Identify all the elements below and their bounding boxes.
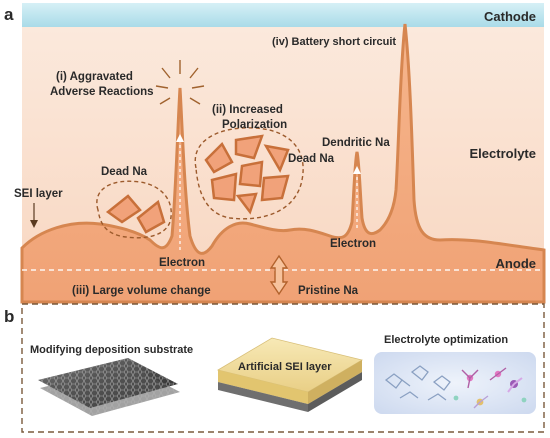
panel-b-frame <box>21 303 545 433</box>
cathode-band <box>22 3 544 27</box>
sei-label: Artificial SEI layer <box>238 361 332 373</box>
electrolyte-molecules-panel <box>374 352 536 414</box>
electron-arrow-left <box>176 134 184 250</box>
anode-dendrite-profile <box>20 23 546 304</box>
electron-arrow-right <box>353 166 361 228</box>
electron-label-right: Electron <box>330 238 376 250</box>
artificial-sei-layer-image <box>216 337 364 412</box>
panel-a-letter: a <box>4 5 14 24</box>
electrolyte-label: Electrolyte <box>470 146 536 161</box>
volume-change-arrow <box>269 254 289 296</box>
dendritic-na-label: Dendritic Na <box>322 137 390 149</box>
dead-na-label-left: Dead Na <box>101 166 148 178</box>
cathode-label: Cathode <box>484 9 536 24</box>
dead-na-label-right: Dead Na <box>288 153 335 165</box>
aggravated-label-1: (i) Aggravated <box>56 71 133 83</box>
sei-layer-arrow-head <box>30 220 38 228</box>
electron-label-left: Electron <box>159 257 205 269</box>
electrolyte-ions <box>453 367 527 409</box>
electrolyte-optimization-label: Electrolyte optimization <box>384 334 508 346</box>
electrolyte-molecules <box>384 365 451 401</box>
volume-change-label: (iii) Large volume change <box>72 285 211 297</box>
dead-na-cluster-left <box>96 180 172 239</box>
substrate-label: Modifying deposition substrate <box>30 344 193 356</box>
sei-layer-label: SEI layer <box>14 188 63 200</box>
short-circuit-label: (iv) Battery short circuit <box>272 36 396 48</box>
anode-label: Anode <box>496 256 536 271</box>
reaction-burst-lines <box>155 60 205 105</box>
pristine-na-label: Pristine Na <box>298 285 359 297</box>
polarization-label-1: (ii) Increased <box>212 104 283 116</box>
dead-na-cluster-right <box>194 127 304 220</box>
polarization-label-2: Polarization <box>222 119 287 131</box>
graphene-substrate-image <box>38 358 180 416</box>
aggravated-label-2: Adverse Reactions <box>50 86 154 98</box>
panel-b-letter: b <box>4 307 14 326</box>
